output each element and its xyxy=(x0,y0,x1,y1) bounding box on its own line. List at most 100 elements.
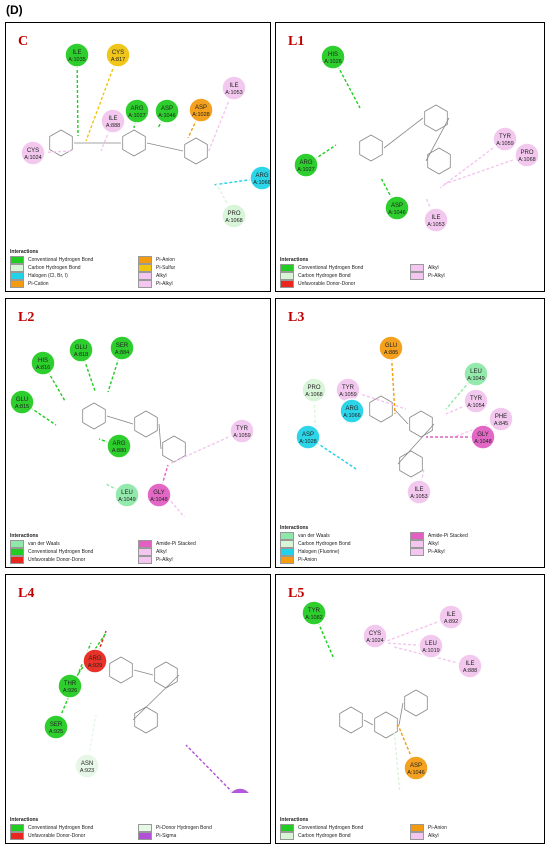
legend-item: Carbon Hydrogen Bond xyxy=(280,832,410,840)
residue-name: GLY xyxy=(153,490,165,496)
residue-id: A:880 xyxy=(112,448,126,454)
residue-id: A:1046 xyxy=(158,113,175,119)
legend-title: Interactions xyxy=(10,817,39,823)
legend-item: Unfavorable Donor-Donor xyxy=(10,556,138,564)
legend-swatch xyxy=(280,556,294,564)
legend-label: Pi-Alkyl xyxy=(428,273,445,279)
legend-swatch xyxy=(138,272,152,280)
legend-label: Alkyl xyxy=(428,265,439,271)
residue-name: TYR xyxy=(308,608,321,614)
interaction-line xyxy=(86,714,97,767)
legend-swatch xyxy=(10,832,24,840)
residue-id: A:818 xyxy=(74,352,88,358)
residue-id: A:1049 xyxy=(467,376,484,382)
legend-swatch xyxy=(10,548,24,556)
interaction-diagram: L3GLUA:885TYRA:1059LEUA:1049PROA:1068ARG… xyxy=(288,310,514,505)
legend-label: van der Waals xyxy=(28,541,60,547)
interaction-line xyxy=(168,498,186,517)
legend-item: van der Waals xyxy=(10,540,138,548)
residue-name: PHE xyxy=(495,414,507,420)
legend-label: Alkyl xyxy=(156,273,167,279)
legend-swatch xyxy=(138,540,152,548)
residue-name: TYR xyxy=(236,426,249,432)
panel-title: L5 xyxy=(288,586,304,601)
legend-swatch xyxy=(410,824,424,832)
residue-id: A:1059 xyxy=(339,392,356,398)
residue-name: ILE xyxy=(414,487,423,493)
residue-id: A:888 xyxy=(463,668,477,674)
legend-title: Interactions xyxy=(10,533,39,539)
legend-title: Interactions xyxy=(280,525,309,531)
interaction-diagram: L4ARGA:929THRA:926SERA:925ASNA:923PHEA:1… xyxy=(18,586,251,793)
legend-swatch xyxy=(280,264,294,272)
residue-id: A:1046 xyxy=(407,770,424,776)
residue-id: A:817 xyxy=(111,57,125,63)
residue-id: A:1068 xyxy=(225,218,242,224)
residue-id: A:1066 xyxy=(253,180,270,186)
residue-id: A:1068 xyxy=(305,392,322,398)
legend-item: Pi-Alkyl xyxy=(410,548,540,556)
legend-label: Conventional Hydrogen Bond xyxy=(298,825,364,831)
legend-label: Carbon Hydrogen Bond xyxy=(298,273,351,279)
residue-id: A:1026 xyxy=(324,59,341,65)
residue-name: ILE xyxy=(72,50,81,56)
residue-name: GLY xyxy=(477,432,489,438)
residue-name: ILE xyxy=(229,83,238,89)
legend-swatch xyxy=(138,256,152,264)
residue-id: A:892 xyxy=(444,619,458,625)
residue-name: ARG xyxy=(255,173,268,179)
interaction-line xyxy=(212,177,263,186)
legend-swatch xyxy=(138,556,152,564)
interaction-line xyxy=(393,729,401,793)
legend-label: Pi-Donor Hydrogen Bond xyxy=(156,825,212,831)
legend-title: Interactions xyxy=(10,249,39,255)
legend-swatch xyxy=(10,556,24,564)
residue-id: A:816 xyxy=(36,365,50,371)
legend-item: Carbon Hydrogen Bond xyxy=(280,272,410,280)
residue-id: A:1048 xyxy=(474,439,491,445)
legend-swatch xyxy=(410,264,424,272)
legend-item: Unfavorable Donor-Donor xyxy=(280,280,410,288)
residue-id: A:1024 xyxy=(24,155,41,161)
residue-id: A:923 xyxy=(80,768,94,774)
residue-id: A:926 xyxy=(63,688,77,694)
legend-item: Conventional Hydrogen Bond xyxy=(10,256,138,264)
residue-name: GLU xyxy=(16,397,28,403)
legend-item: Pi-Alkyl xyxy=(138,280,266,288)
legend-swatch xyxy=(138,264,152,272)
residue-name: PRO xyxy=(520,150,533,156)
residue-name: PRO xyxy=(227,211,240,217)
residue-id: A:1082 xyxy=(305,615,322,621)
residue-name: CYS xyxy=(369,631,381,637)
legend-item: Alkyl xyxy=(410,540,540,548)
legend-item: Conventional Hydrogen Bond xyxy=(280,264,410,272)
legend-label: Amide-Pi Stacked xyxy=(428,533,468,539)
legend-swatch xyxy=(138,548,152,556)
legend-swatch xyxy=(10,824,24,832)
legend-item: Conventional Hydrogen Bond xyxy=(10,824,138,832)
legend-label: Unfavorable Donor-Donor xyxy=(298,281,356,287)
legend-swatch xyxy=(410,548,424,556)
interaction-line xyxy=(393,646,471,667)
